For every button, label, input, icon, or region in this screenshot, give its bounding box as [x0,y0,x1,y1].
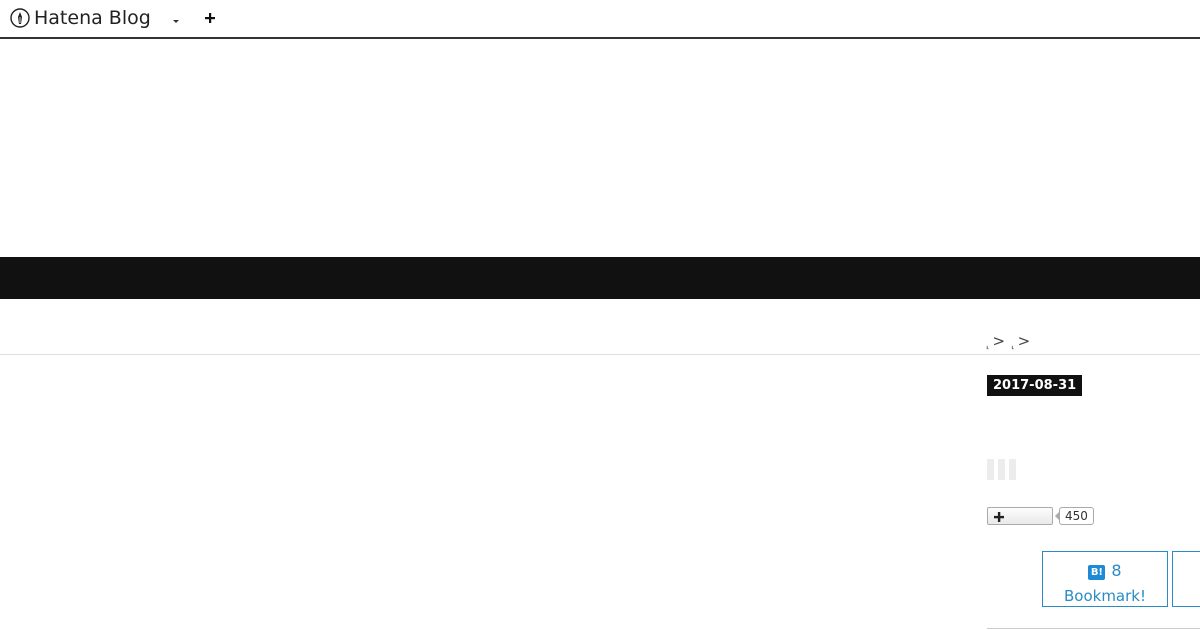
breadcrumb: ⸤ > ⸤ > [986,331,1036,351]
loading-placeholder [987,459,1016,480]
hatena-bookmark-icon: B! [1088,565,1106,580]
new-post-button[interactable] [201,9,219,27]
content-divider [0,354,1200,355]
loading-bar [998,459,1005,480]
breadcrumb-item-category[interactable]: ⸤ > [1011,331,1036,351]
plus-icon [992,509,1006,523]
breadcrumb-separator: > [1017,332,1031,350]
breadcrumb-mark: ⸤ [986,341,990,351]
breadcrumb-item-home[interactable]: ⸤ > [986,331,1011,351]
share-add-button[interactable] [987,507,1053,525]
blog-title-band [0,257,1200,299]
bookmark-count: 8 [1111,561,1122,580]
blog-menu-dropdown[interactable] [168,10,184,26]
global-header: Hatena Blog [0,0,1200,39]
bookmark-count-row: B! 8 [1043,561,1167,581]
plus-icon [204,9,216,28]
caret-down-icon [172,9,180,28]
loading-bar [987,459,994,480]
entry-date-badge[interactable]: 2017-08-31 [987,375,1083,396]
share-count-badge: 450 [1055,507,1094,525]
share-button-partial[interactable] [1172,551,1200,607]
bookmark-label: Bookmark! [1063,587,1146,605]
hatena-blog-logo[interactable]: Hatena Blog [10,7,151,29]
hatena-bookmark-button[interactable]: B! 8 Bookmark! [1042,551,1168,607]
loading-bar [1009,459,1016,480]
logo-text: Hatena Blog [34,7,151,29]
breadcrumb-mark: ⸤ [1011,341,1015,351]
section-divider [987,628,1200,629]
hatena-pen-icon [10,8,30,28]
breadcrumb-separator: > [992,332,1006,350]
